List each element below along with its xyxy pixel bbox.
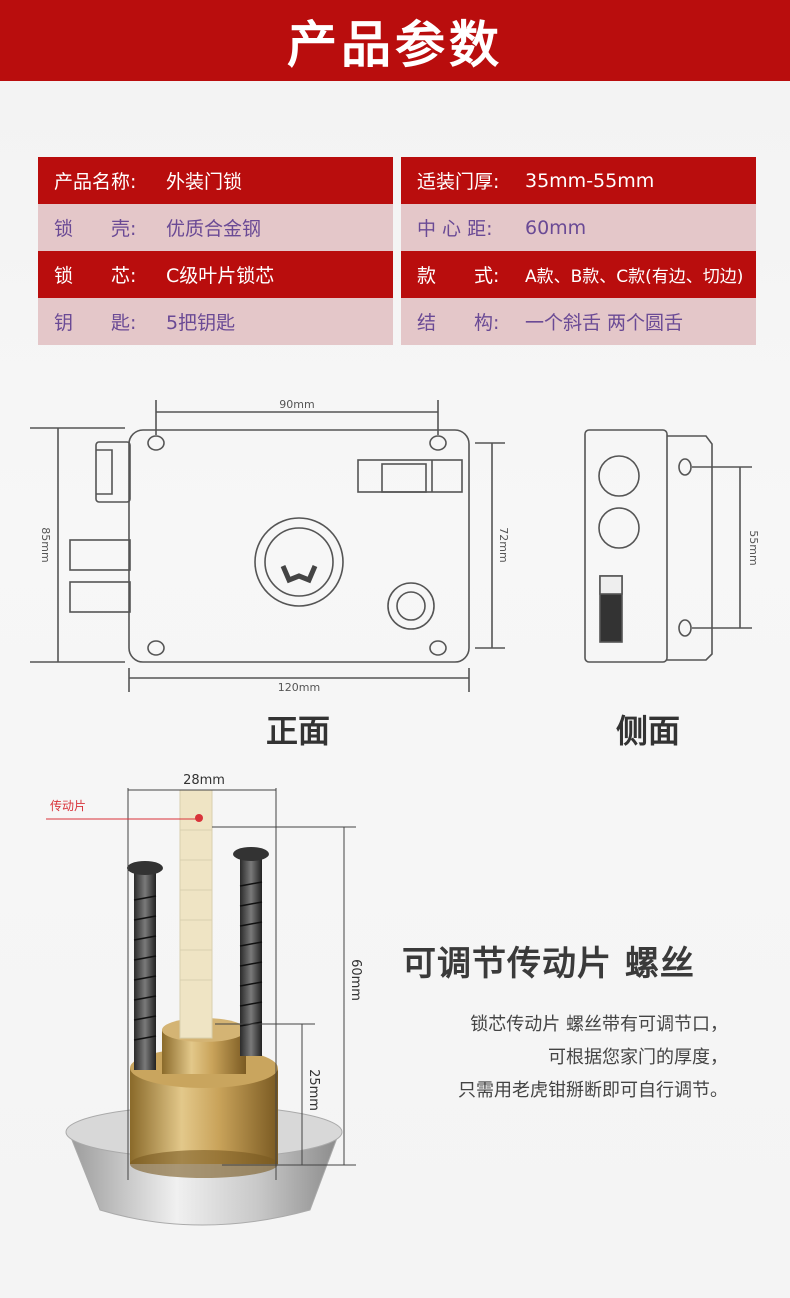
spec-label: 钥 匙: — [54, 312, 137, 334]
spec-label: 锁 壳: — [54, 218, 137, 240]
spec-row: 结 构: 一个斜舌 两个圆舌 — [401, 298, 756, 345]
spec-label: 款 式: — [417, 265, 500, 287]
spec-row: 钥 匙: 5把钥匙 — [38, 298, 393, 345]
drive-bar-label: 传动片 — [50, 798, 86, 813]
front-bottom-width-label: 120mm — [278, 681, 320, 694]
spec-value: C级叶片锁芯 — [166, 265, 275, 287]
spec-table-right: 适装门厚: 35mm-55mm 中 心 距: 60mm 款 式: A款、B款、C… — [401, 157, 756, 345]
feature-line: 只需用老虎钳掰断即可自行调节。 — [458, 1080, 728, 1101]
height-dim-label: 60mm — [348, 959, 363, 1001]
spec-row: 产品名称: 外装门锁 — [38, 157, 393, 204]
spec-label: 适装门厚: — [417, 171, 500, 193]
short-dim-label: 25mm — [306, 1069, 321, 1111]
top-dim-label: 28mm — [183, 773, 225, 788]
screw-left — [134, 870, 156, 1070]
drive-bar-marker — [195, 814, 203, 822]
front-width-label: 90mm — [279, 398, 314, 411]
front-view-caption: 正面 — [266, 712, 331, 750]
screw-right — [240, 856, 262, 1056]
spec-value: 优质合金钢 — [166, 218, 262, 240]
lock-cylinder-illustration: 28mm 传动片 60mm 25mm — [46, 773, 363, 1226]
side-view-caption: 侧面 — [616, 712, 681, 750]
drive-bar — [179, 789, 213, 1039]
front-view-drawing — [30, 400, 505, 692]
spec-row: 中 心 距: 60mm — [401, 204, 756, 251]
spec-value: 60mm — [525, 216, 587, 239]
spec-row: 锁 壳: 优质合金钢 — [38, 204, 393, 251]
spec-value: 5把钥匙 — [166, 312, 236, 334]
spec-label: 结 构: — [417, 312, 500, 334]
front-inner-height-label: 72mm — [497, 527, 510, 562]
page-header: 产品参数 — [0, 0, 790, 81]
side-distance-label: 55mm — [747, 530, 760, 565]
spec-value: 35mm-55mm — [525, 169, 655, 192]
feature-line: 可根据您家门的厚度， — [548, 1047, 728, 1068]
spec-value: A款、B款、C款(有边、切边) — [525, 267, 744, 287]
spec-row: 锁 芯: C级叶片锁芯 — [38, 251, 393, 298]
spec-value: 外装门锁 — [166, 171, 243, 193]
lock-dimension-diagram: 90mm 85mm 72mm 120mm 55mm — [30, 398, 760, 694]
front-height-label: 85mm — [39, 527, 52, 562]
spec-label: 产品名称: — [54, 171, 137, 193]
spec-value: 一个斜舌 两个圆舌 — [525, 312, 684, 334]
spec-label: 中 心 距: — [417, 218, 493, 240]
feature-description: 锁芯传动片 螺丝带有可调节口， 可根据您家门的厚度， 只需用老虎钳掰断即可自行调… — [368, 1008, 728, 1107]
spec-label: 锁 芯: — [54, 265, 137, 287]
side-view-drawing — [584, 429, 752, 663]
spec-row: 适装门厚: 35mm-55mm — [401, 157, 756, 204]
feature-title: 可调节传动片 螺丝 — [402, 944, 695, 984]
spec-row: 款 式: A款、B款、C款(有边、切边) — [401, 251, 756, 298]
spec-table-left: 产品名称: 外装门锁 锁 壳: 优质合金钢 锁 芯: C级叶片锁芯 钥 匙: 5… — [38, 157, 393, 345]
feature-line: 锁芯传动片 螺丝带有可调节口， — [470, 1014, 728, 1035]
page-title: 产品参数 — [287, 15, 503, 74]
